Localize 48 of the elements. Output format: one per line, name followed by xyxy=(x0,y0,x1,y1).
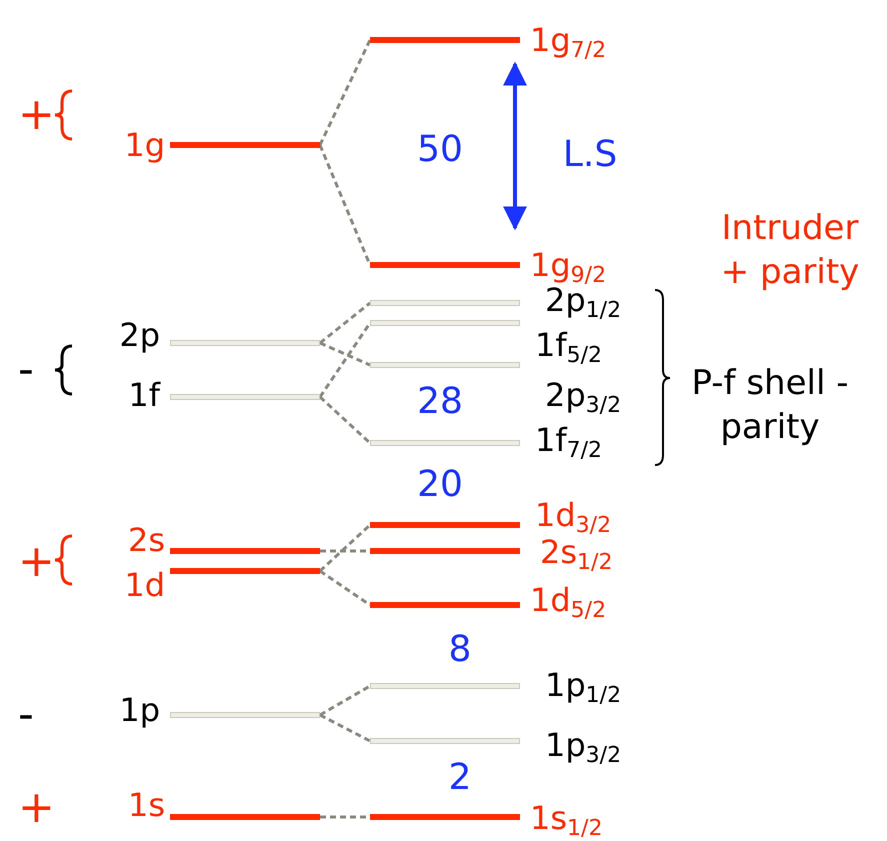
energy-level-bar xyxy=(370,440,520,446)
energy-level-bar xyxy=(370,362,520,368)
magic-number: 2 xyxy=(448,760,472,796)
energy-level-bar xyxy=(170,712,320,718)
splitting-line xyxy=(318,322,372,398)
splitting-line xyxy=(319,684,371,716)
splitting-line xyxy=(318,39,372,146)
energy-level-bar xyxy=(370,814,520,820)
magic-number: 20 xyxy=(417,467,463,503)
parity-sign: - xyxy=(18,693,34,737)
energy-level-bar xyxy=(370,548,520,554)
splitting-line xyxy=(318,524,372,572)
magic-number: 28 xyxy=(417,384,463,420)
parity-sign: + xyxy=(18,786,55,830)
splitting-line xyxy=(319,570,371,606)
energy-level-bar xyxy=(370,262,520,268)
level-label: 1g xyxy=(124,129,165,161)
level-label: 1p xyxy=(119,694,160,726)
parity-sign: + xyxy=(18,93,55,137)
magic-number: 50 xyxy=(417,132,463,168)
parity-sign: - xyxy=(18,348,34,392)
energy-level-bar xyxy=(170,548,320,554)
spin-orbit-label: L.S xyxy=(562,137,618,173)
energy-level-bar xyxy=(370,320,520,326)
energy-level-bar xyxy=(370,738,520,744)
energy-level-bar xyxy=(370,683,520,689)
splitting-line xyxy=(319,302,371,344)
level-label: 1d xyxy=(124,569,165,601)
energy-level-bar xyxy=(170,142,320,148)
level-label: 2s xyxy=(128,524,165,556)
energy-level-bar xyxy=(370,522,520,528)
energy-level-bar xyxy=(170,568,320,574)
level-label: 1s xyxy=(128,789,165,821)
energy-level-bar xyxy=(170,814,320,820)
magic-number: 8 xyxy=(448,632,472,668)
energy-level-bar xyxy=(170,394,320,400)
note-text: P-f shell - parity xyxy=(690,362,850,449)
energy-level-bar xyxy=(170,340,320,346)
splitting-line xyxy=(319,714,371,742)
energy-level-bar xyxy=(370,37,520,43)
level-label: 2p xyxy=(119,319,160,351)
energy-level-bar xyxy=(370,602,520,608)
energy-level-bar xyxy=(370,300,520,306)
level-label: 1f xyxy=(128,379,160,411)
splitting-line xyxy=(319,342,371,366)
note-text: Intruder + parity xyxy=(720,206,860,294)
splitting-line xyxy=(318,396,372,444)
parity-sign: + xyxy=(18,540,55,584)
